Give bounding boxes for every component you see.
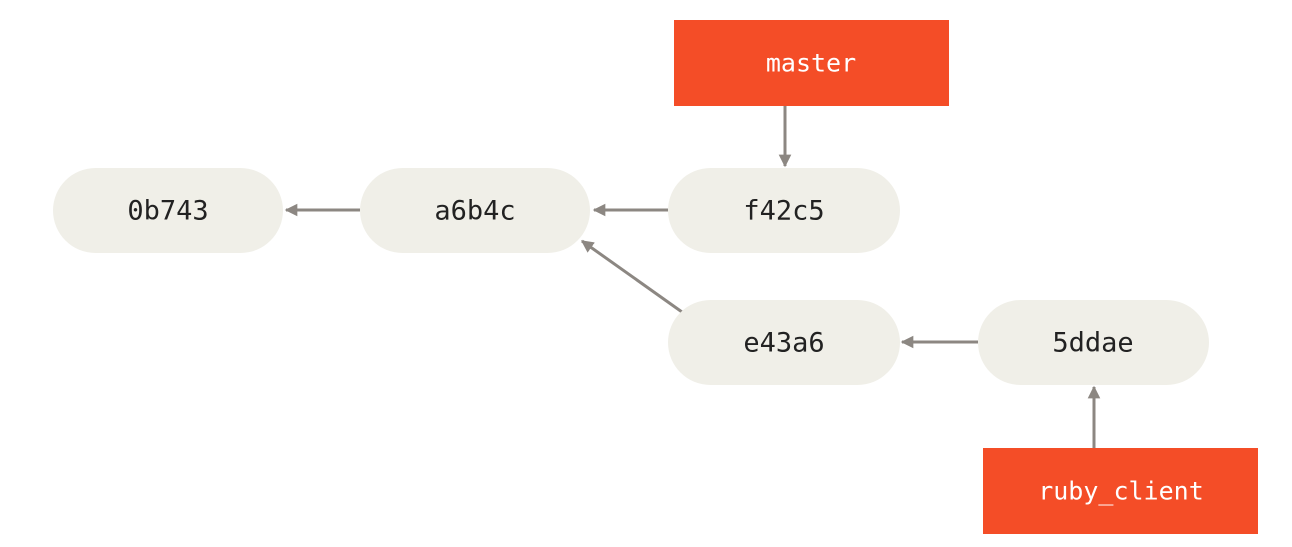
commit-e43a6: e43a6	[668, 300, 900, 385]
commit-a6b4c: a6b4c	[360, 168, 590, 253]
branch-master: master	[674, 20, 949, 106]
branch-ruby-client: ruby_client	[983, 448, 1258, 534]
commit-label-e43a6: e43a6	[743, 328, 824, 359]
commit-5ddae: 5ddae	[978, 300, 1209, 385]
commit-node-5ddae	[978, 300, 1209, 385]
commit-label-0b743: 0b743	[127, 196, 208, 227]
commit-0b743: 0b743	[53, 168, 283, 253]
commit-node-a6b4c	[360, 168, 590, 253]
commit-node-e43a6	[668, 300, 900, 385]
branch-label-master: master	[766, 49, 856, 78]
commit-label-a6b4c: a6b4c	[434, 196, 515, 227]
commit-node-f42c5	[668, 168, 900, 253]
commit-f42c5: f42c5	[668, 168, 900, 253]
branch-box-ruby-client	[983, 448, 1258, 534]
commit-label-f42c5: f42c5	[743, 196, 824, 227]
branch-label-ruby-client: ruby_client	[1038, 477, 1204, 506]
commit-node-0b743	[53, 168, 283, 253]
commit-label-5ddae: 5ddae	[1052, 328, 1133, 359]
edges	[284, 203, 978, 349]
edge-e43a6-to-a6b4c	[580, 239, 683, 314]
branch-pointers	[778, 106, 1101, 448]
branch-box-master	[674, 20, 949, 106]
